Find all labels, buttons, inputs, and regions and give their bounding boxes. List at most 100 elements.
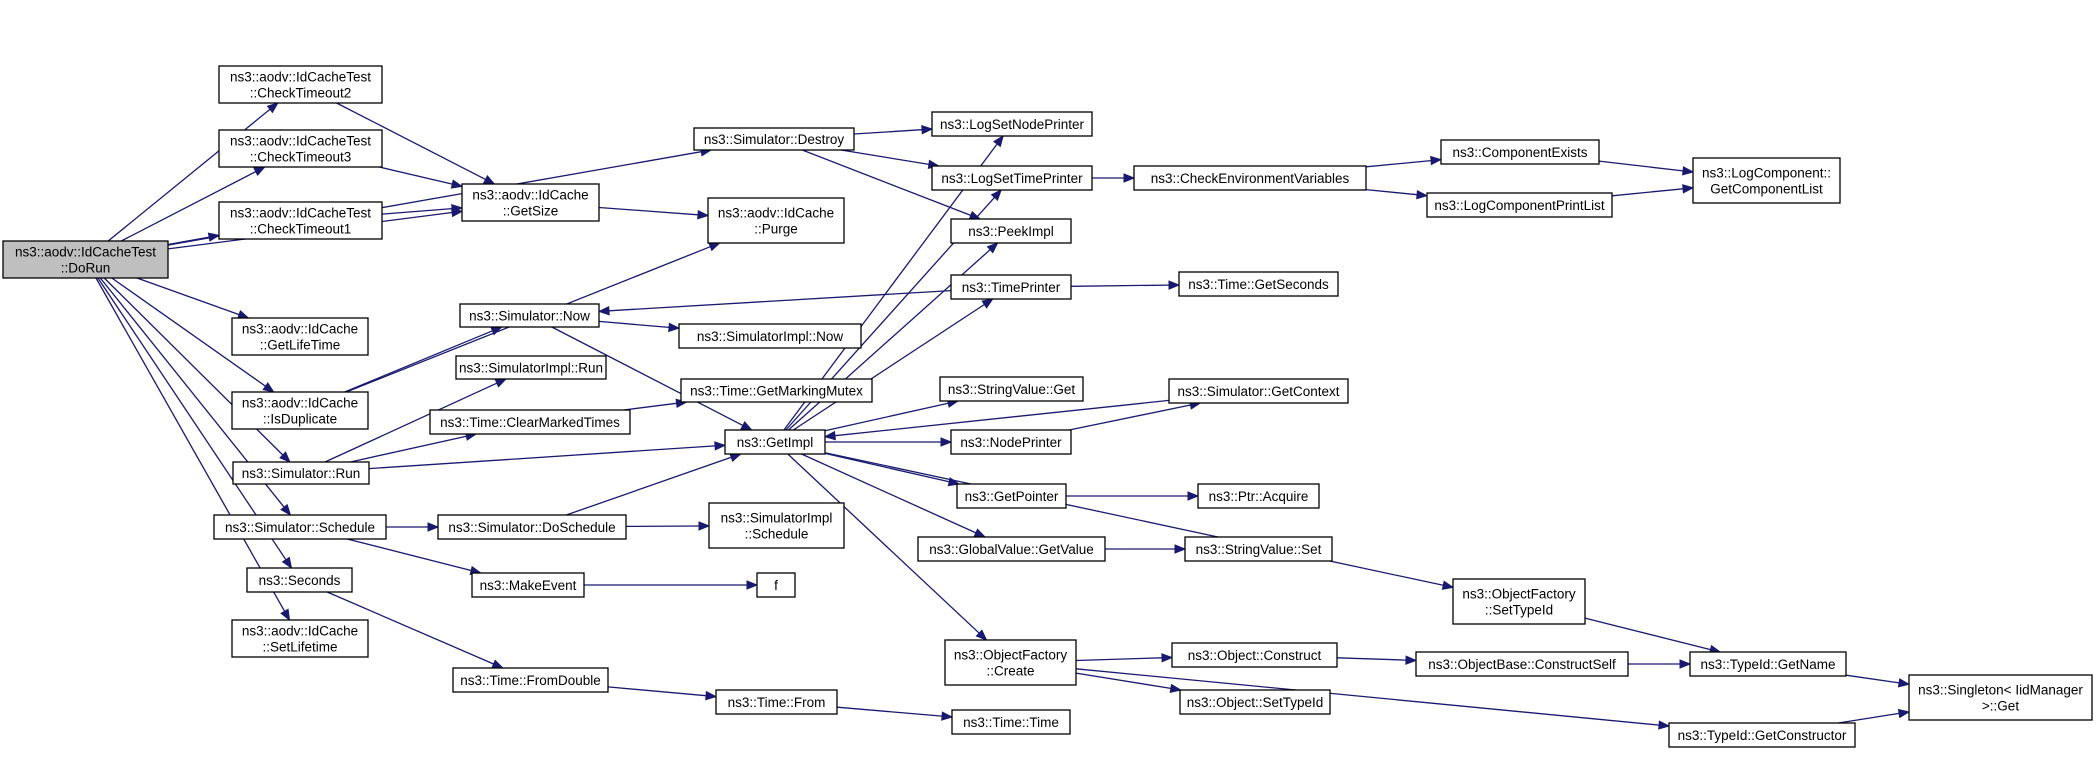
edge-simdestroy-to-lognodeprinter bbox=[853, 124, 934, 135]
node-fromdouble[interactable]: ns3::Time::FromDouble bbox=[452, 667, 609, 693]
node-typeidgetname[interactable]: ns3::TypeId::GetName bbox=[1689, 651, 1847, 677]
node-label-line: ns3::SimulatorImpl::Now bbox=[697, 329, 844, 344]
node-label-line: ns3::Simulator::Schedule bbox=[225, 520, 375, 535]
node-label-line: GetComponentList bbox=[1710, 182, 1823, 197]
edge-dorun-to-getlifetime bbox=[136, 277, 250, 319]
node-timeprinter[interactable]: ns3::TimePrinter bbox=[950, 274, 1072, 300]
node-box bbox=[950, 274, 1072, 300]
edge-line bbox=[792, 303, 985, 431]
node-ptracquire[interactable]: ns3::Ptr::Acquire bbox=[1197, 483, 1320, 509]
node-nodeprinter[interactable]: ns3::NodePrinter bbox=[950, 429, 1072, 455]
node-logcompprint[interactable]: ns3::LogComponentPrintList bbox=[1426, 192, 1613, 218]
edge-line bbox=[350, 435, 467, 463]
node-label-line: ns3::LogComponent:: bbox=[1702, 166, 1831, 181]
node-label-line: ns3::CheckEnvironmentVariables bbox=[1151, 171, 1350, 186]
edge-arrowhead bbox=[597, 306, 610, 316]
node-logcompget[interactable]: ns3::LogComponent::GetComponentList bbox=[1692, 157, 1841, 204]
node-timefrom[interactable]: ns3::Time::From bbox=[715, 689, 838, 715]
edge-checkenv-to-compexists bbox=[1365, 155, 1443, 168]
node-objsettypeid[interactable]: ns3::Object::SetTypeId bbox=[1179, 689, 1331, 715]
edge-simsched-to-dosched bbox=[386, 522, 440, 532]
edge-typeidgetname-to-singleton bbox=[1845, 674, 1911, 688]
node-simrun[interactable]: ns3::Simulator::Run bbox=[232, 461, 370, 485]
edge-arrowhead bbox=[1123, 173, 1136, 183]
node-label-line: ::GetSize bbox=[503, 204, 559, 219]
edge-getimpl-to-objfactcreate bbox=[787, 453, 988, 641]
node-stringvalueset[interactable]: ns3::StringValue::Set bbox=[1184, 536, 1333, 562]
node-stringvalueget[interactable]: ns3::StringValue::Get bbox=[939, 376, 1084, 402]
edge-line bbox=[787, 453, 980, 634]
node-ct1[interactable]: ns3::aodv::IdCacheTest::CheckTimeout1 bbox=[218, 201, 383, 240]
edge-getpointer-to-ptracquire bbox=[1066, 491, 1200, 501]
node-label-line: ns3::Simulator::Now bbox=[469, 309, 590, 324]
edge-isdup-to-simnow bbox=[344, 326, 503, 393]
node-checkenv[interactable]: ns3::CheckEnvironmentVariables bbox=[1133, 165, 1367, 191]
node-singleton[interactable]: ns3::Singleton< IidManager>::Get bbox=[1908, 674, 2093, 721]
node-label-line: ns3::aodv::IdCache bbox=[242, 396, 358, 411]
node-isdup[interactable]: ns3::aodv::IdCache::IsDuplicate bbox=[231, 391, 369, 430]
edge-arrowhead bbox=[708, 242, 721, 252]
node-ct3[interactable]: ns3::aodv::IdCacheTest::CheckTimeout3 bbox=[218, 129, 383, 168]
node-box bbox=[1133, 165, 1367, 191]
node-objconstruct[interactable]: ns3::Object::Construct bbox=[1171, 642, 1338, 668]
node-markingmutex[interactable]: ns3::Time::GetMarkingMutex bbox=[680, 378, 873, 403]
node-box bbox=[680, 378, 873, 403]
node-getimpl[interactable]: ns3::GetImpl bbox=[724, 429, 826, 455]
node-simdestroy[interactable]: ns3::Simulator::Destroy bbox=[693, 127, 855, 151]
node-box bbox=[956, 483, 1067, 509]
node-label-line: ns3::aodv::IdCacheTest bbox=[15, 245, 156, 260]
edge-arrowhead bbox=[491, 659, 505, 669]
node-seconds[interactable]: ns3::Seconds bbox=[246, 567, 353, 593]
node-f[interactable]: f bbox=[756, 572, 796, 598]
node-getlifetime[interactable]: ns3::aodv::IdCache::GetLifeTime bbox=[231, 317, 369, 356]
node-label-line: ns3::aodv::IdCache bbox=[242, 322, 358, 337]
node-getpointer[interactable]: ns3::GetPointer bbox=[956, 483, 1067, 509]
node-constructself[interactable]: ns3::ObjectBase::ConstructSelf bbox=[1415, 651, 1629, 677]
node-box bbox=[231, 391, 369, 430]
node-makeevent[interactable]: ns3::MakeEvent bbox=[471, 572, 585, 598]
node-dosched[interactable]: ns3::Simulator::DoSchedule bbox=[437, 514, 627, 540]
node-clearmarked[interactable]: ns3::Time::ClearMarkedTimes bbox=[429, 409, 631, 435]
node-getseconds[interactable]: ns3::Time::GetSeconds bbox=[1178, 271, 1339, 297]
node-simnow[interactable]: ns3::Simulator::Now bbox=[459, 303, 600, 328]
node-box bbox=[1668, 722, 1856, 748]
node-simsched[interactable]: ns3::Simulator::Schedule bbox=[213, 514, 387, 540]
edge-objfactcreate-to-getconstructor bbox=[1075, 668, 1671, 730]
node-simimplnow[interactable]: ns3::SimulatorImpl::Now bbox=[678, 323, 862, 349]
edge-arrowhead bbox=[450, 179, 464, 189]
node-box bbox=[218, 129, 383, 168]
node-label-line: ns3::SimulatorImpl bbox=[721, 511, 833, 526]
node-simimplrun[interactable]: ns3::SimulatorImpl::Run bbox=[455, 355, 607, 380]
edge-compexists-to-logcompget bbox=[1598, 160, 1695, 176]
node-timetime[interactable]: ns3::Time::Time bbox=[951, 709, 1071, 735]
node-objfactsettypeid[interactable]: ns3::ObjectFactory::SetTypeId bbox=[1452, 578, 1586, 625]
node-purge[interactable]: ns3::aodv::IdCache::Purge bbox=[707, 197, 845, 244]
node-logtimeprinter[interactable]: ns3::LogSetTimePrinter bbox=[931, 165, 1093, 191]
edge-logtimeprinter-to-checkenv bbox=[1092, 173, 1136, 183]
node-box bbox=[246, 567, 353, 593]
node-getcontext[interactable]: ns3::Simulator::GetContext bbox=[1168, 378, 1349, 404]
node-objfactcreate[interactable]: ns3::ObjectFactory::Create bbox=[944, 639, 1077, 686]
node-simimplsched[interactable]: ns3::SimulatorImpl::Schedule bbox=[708, 502, 845, 549]
node-compexists[interactable]: ns3::ComponentExists bbox=[1440, 139, 1600, 165]
node-dorun[interactable]: ns3::aodv::IdCacheTest::DoRun bbox=[2, 240, 169, 279]
node-box bbox=[1692, 157, 1841, 204]
node-label-line: ::GetLifeTime bbox=[260, 338, 341, 353]
node-label-line: ns3::aodv::IdCacheTest bbox=[230, 70, 371, 85]
edge-makeevent-to-f bbox=[584, 580, 759, 590]
edge-dorun-to-seconds bbox=[97, 277, 293, 570]
node-getsize[interactable]: ns3::aodv::IdCache::GetSize bbox=[461, 183, 600, 222]
node-lognodeprinter[interactable]: ns3::LogSetNodePrinter bbox=[931, 111, 1093, 137]
node-getconstructor[interactable]: ns3::TypeId::GetConstructor bbox=[1668, 722, 1856, 748]
edge-simdestroy-to-logtimeprinter bbox=[840, 149, 941, 169]
node-label-line: ns3::LogComponentPrintList bbox=[1434, 198, 1605, 213]
node-globalvalue[interactable]: ns3::GlobalValue::GetValue bbox=[917, 536, 1106, 562]
node-peekimpl[interactable]: ns3::PeekImpl bbox=[950, 218, 1072, 244]
node-ct2[interactable]: ns3::aodv::IdCacheTest::CheckTimeout2 bbox=[218, 65, 383, 104]
node-box bbox=[2, 240, 169, 279]
node-label-line: ns3::GlobalValue::GetValue bbox=[929, 542, 1094, 557]
node-label-line: ns3::Simulator::Run bbox=[242, 466, 361, 481]
edge-getimpl-to-objfactsettypeid bbox=[824, 452, 1455, 590]
node-setlifetime[interactable]: ns3::aodv::IdCache::SetLifetime bbox=[231, 619, 369, 658]
edge-simsched-to-makeevent bbox=[347, 538, 483, 575]
